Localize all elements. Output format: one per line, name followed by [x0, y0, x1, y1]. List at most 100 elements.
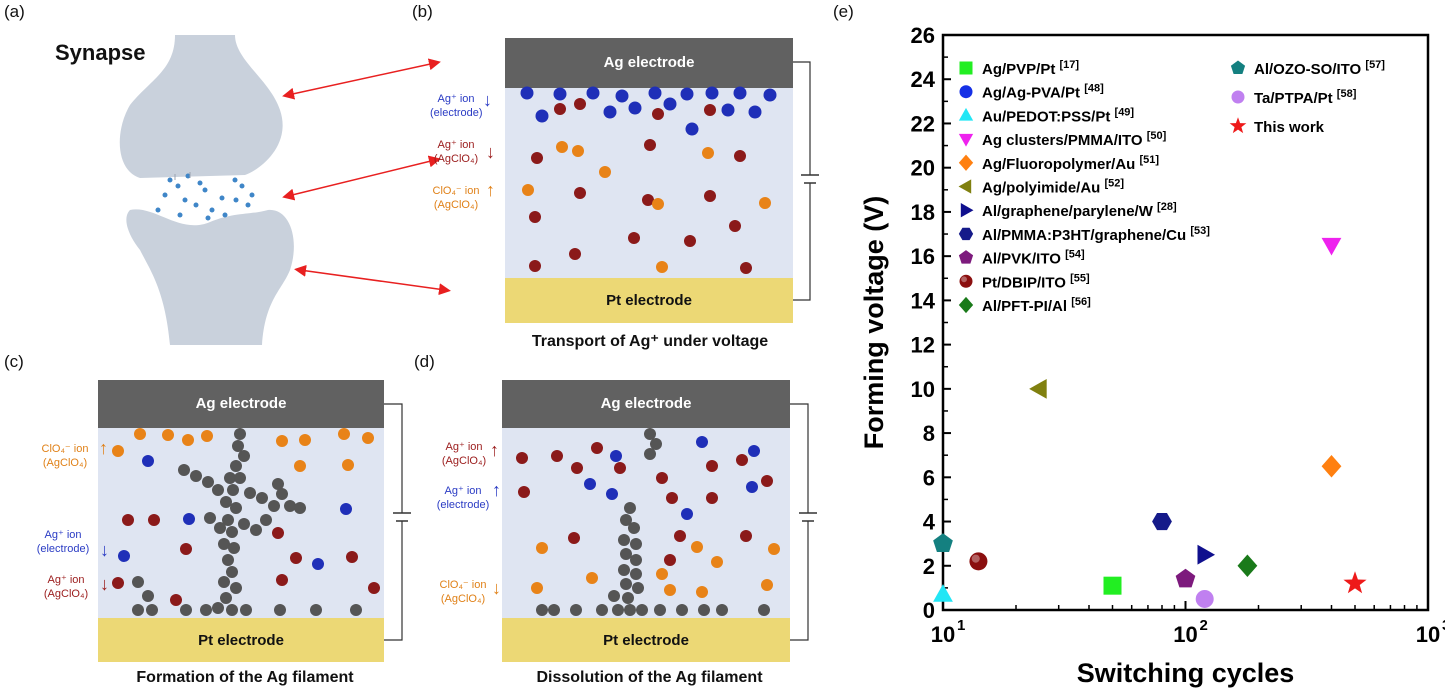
- neurotransmitters: [155, 173, 255, 221]
- caption-b: Transport of Ag⁺ under voltage: [531, 333, 769, 350]
- legend-label: Ag/polyimide/Au [52]: [982, 178, 1124, 197]
- legend-marker: [959, 85, 973, 99]
- legend-label: Pt/DBIP/ITO [55]: [982, 272, 1090, 291]
- arrow-middle: [282, 155, 441, 201]
- ag-ions-salt-b: [529, 98, 752, 274]
- panel-c: (c): [0, 348, 420, 694]
- x-tick-label: 10: [1416, 622, 1440, 647]
- arrow-up-blue-d: ↑: [492, 480, 501, 500]
- legend-label: Au/PEDOT:PSS/Pt [49]: [982, 106, 1134, 125]
- legend-label: Ag clusters/PMMA/ITO [50]: [982, 130, 1167, 149]
- y-tick-label: 16: [911, 244, 935, 269]
- panel-b: (b) Ag electrode Pt electrode Transport …: [410, 0, 840, 360]
- arrow-up-red-d: ↑: [490, 440, 499, 460]
- panel-b-device: [505, 38, 819, 323]
- ion-label-clo4-d: ClO₄⁻ ion(AgClO₄): [439, 579, 487, 606]
- legend-label: Ag/PVP/Pt [17]: [982, 59, 1079, 78]
- data-point-al-graphene-parylene-w: [1197, 544, 1216, 565]
- legend-marker: [1231, 90, 1245, 104]
- legend-marker: [1229, 117, 1247, 134]
- arrow-down-blue-c: ↓: [100, 540, 109, 560]
- ion-label-clo4-b: ClO₄⁻ ion(AgClO₄): [432, 185, 480, 212]
- legend-marker: [959, 61, 973, 75]
- y-tick-label: 18: [911, 200, 935, 225]
- arrow-up-orange-c: ↑: [99, 438, 108, 458]
- x-tick-exponent: 1: [957, 617, 965, 634]
- ag-ions-electrode-b: [520, 86, 777, 136]
- ag-electrode-label-d: Ag electrode: [600, 395, 692, 412]
- panel-d: (d) Ag ele: [412, 348, 842, 694]
- panel-a-label: (a): [4, 2, 25, 21]
- data-point-pt-dbip-ito: [969, 552, 988, 571]
- panel-b-label: (b): [412, 2, 433, 21]
- x-tick-label: 10: [931, 622, 955, 647]
- panel-e-label: (e): [833, 2, 854, 21]
- panel-c-device: [98, 380, 411, 662]
- legend-label: Ag/Ag-PVA/Pt [48]: [982, 83, 1104, 102]
- y-tick-label: 0: [923, 598, 935, 623]
- arrow-down-orange-d: ↓: [492, 578, 501, 598]
- x-axis-label: Switching cycles: [1077, 658, 1295, 688]
- legend-label: Al/graphene/parylene/W [28]: [982, 201, 1177, 220]
- arrow-bottom: [294, 264, 451, 296]
- pt-electrode-label-b: Pt electrode: [606, 292, 692, 309]
- ion-label-ag-electrode-c: Ag⁺ ion(electrode): [36, 529, 90, 556]
- ag-filament-d: [536, 428, 770, 616]
- clo4-ions-b: [522, 141, 771, 273]
- caption-d: Dissolution of the Ag filament: [536, 669, 763, 686]
- data-point-ag-clusters-pmma-ito: [1321, 237, 1342, 256]
- ag-electrode-b: [505, 38, 793, 88]
- ion-label-clo4-c: ClO₄⁻ ion(AgClO₄): [41, 443, 89, 470]
- x-tick-exponent: 3: [1442, 617, 1445, 634]
- y-tick-label: 14: [911, 288, 936, 313]
- legend-marker: [960, 203, 974, 218]
- ag-ions-c: [118, 455, 352, 570]
- ion-label-ag-salt-b: Ag⁺ ion(AgClO₄): [433, 139, 479, 166]
- legend-label: Ta/PTPA/Pt [58]: [1254, 88, 1357, 107]
- ion-label-ag-electrode-d: Ag⁺ ion(electrode): [436, 485, 490, 512]
- legend-label: This work: [1254, 119, 1325, 136]
- arrow-down-blue-b: ↓: [483, 90, 492, 110]
- ag-salt-ions-c: [112, 514, 380, 606]
- legend-label: Ag/Fluoropolymer/Au [51]: [982, 154, 1159, 173]
- pt-electrode-label-c: Pt electrode: [198, 632, 284, 649]
- ag-salt-ions-d: [516, 442, 773, 566]
- data-point-al-pft-pi-al: [1237, 554, 1258, 578]
- arrow-down-red-b: ↓: [486, 142, 495, 162]
- x-tick-label: 10: [1173, 622, 1197, 647]
- legend-label: Al/OZO-SO/ITO [57]: [1254, 59, 1385, 78]
- legend-label: Al/PFT-PI/Al [56]: [982, 296, 1091, 315]
- ag-electrode-label-b: Ag electrode: [603, 54, 695, 71]
- y-tick-label: 26: [911, 23, 935, 48]
- pt-electrode-b: [505, 278, 793, 323]
- data-point-ta-ptpa-pt: [1195, 589, 1214, 608]
- clo4-ions-d: [531, 541, 780, 598]
- postsynaptic-terminal: [126, 209, 294, 345]
- legend-marker: [959, 274, 973, 288]
- ag-electrode-label-c: Ag electrode: [195, 395, 287, 412]
- ag-ions-d: [584, 436, 760, 520]
- y-tick-label: 20: [911, 156, 935, 181]
- ag-filament-c: [132, 428, 362, 616]
- arrow-up-orange-b: ↑: [486, 180, 495, 200]
- legend-marker: [958, 296, 974, 314]
- ion-label-ag-electrode-b: Ag⁺ ion(electrode): [430, 93, 483, 120]
- data-point-ag-pvp-pt: [1103, 576, 1122, 595]
- synapse-title: Synapse: [55, 40, 146, 65]
- x-tick-exponent: 2: [1200, 617, 1208, 634]
- legend-marker: [1230, 60, 1246, 75]
- y-tick-label: 6: [923, 465, 935, 490]
- data-point-al-pmma-p3ht-graphene-cu: [1152, 512, 1172, 531]
- legend-marker: [958, 227, 974, 241]
- legend-marker: [958, 133, 974, 147]
- arrow-top: [282, 58, 441, 100]
- legend-marker: [958, 250, 974, 264]
- panel-a: (a) Synapse: [0, 0, 460, 350]
- y-tick-label: 22: [911, 111, 935, 136]
- data-point-ag-polyimide-au: [1029, 378, 1047, 399]
- y-tick-label: 2: [923, 554, 935, 579]
- ion-label-ag-salt-c: Ag⁺ ion(AgClO₄): [43, 574, 89, 601]
- data-point-au-pedot-pss-pt: [933, 584, 953, 602]
- y-tick-label: 10: [911, 377, 935, 402]
- legend-label: Al/PVK/ITO [54]: [982, 249, 1085, 268]
